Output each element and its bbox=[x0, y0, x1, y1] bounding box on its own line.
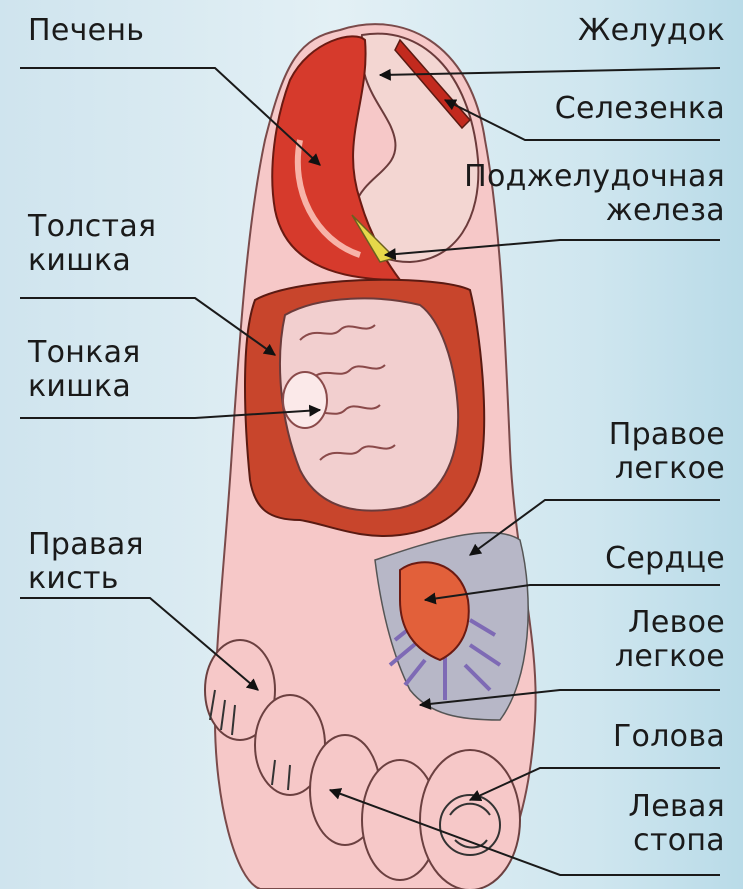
label-left-foot: Левая стопа bbox=[628, 790, 725, 858]
label-head: Голова bbox=[613, 720, 725, 754]
label-heart: Сердце bbox=[605, 542, 725, 576]
label-large-intestine: Толстая кишка bbox=[28, 210, 156, 278]
label-left-lung: Левое легкое bbox=[615, 606, 725, 674]
label-right-hand: Правая кисть bbox=[28, 528, 144, 596]
label-pancreas: Поджелудочная железа bbox=[464, 160, 725, 228]
label-right-lung: Правое легкое bbox=[609, 418, 725, 486]
label-small-intestine: Тонкая кишка bbox=[28, 336, 141, 404]
label-stomach: Желудок bbox=[578, 14, 725, 48]
label-spleen: Селезенка bbox=[555, 92, 725, 126]
label-liver: Печень bbox=[28, 14, 144, 48]
